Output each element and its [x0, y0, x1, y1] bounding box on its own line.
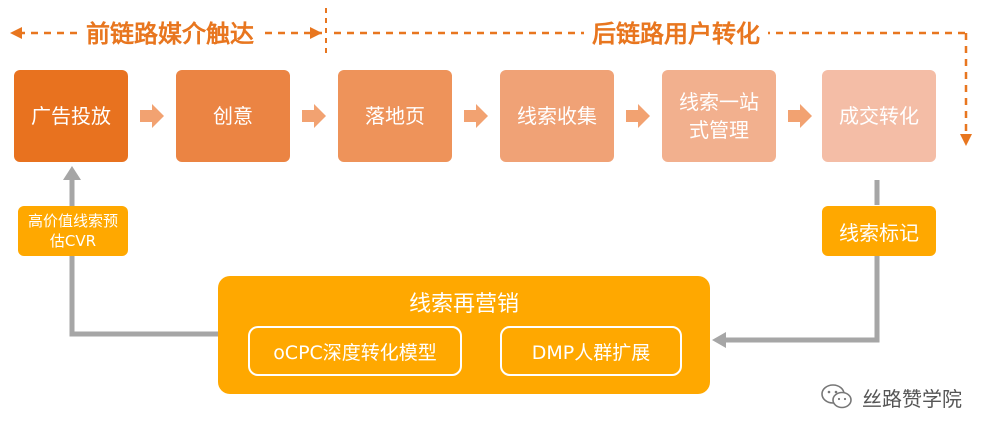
stage-lead-management: 线索一站式管理: [662, 70, 776, 162]
lead-mark-tag: 线索标记: [822, 206, 936, 256]
chevron-right-icon: [140, 104, 164, 128]
cvr-tag: 高价值线索预估CVR: [18, 206, 128, 256]
stage-conversion: 成交转化: [822, 70, 936, 162]
mark-to-retarget-line: [722, 255, 880, 343]
watermark: 丝路赞学院: [820, 382, 962, 412]
front-right-arrowhead: [310, 27, 322, 39]
stage-landing-page: 落地页: [338, 70, 452, 162]
retarget-arrowhead: [712, 332, 726, 348]
back-down-arrowhead: [960, 134, 972, 146]
watermark-text: 丝路赞学院: [862, 386, 962, 411]
chevron-right-icon: [302, 104, 326, 128]
stage-creative: 创意: [176, 70, 290, 162]
stage-lead-collection: 线索收集: [500, 70, 614, 162]
front-left-arrowhead: [10, 27, 22, 39]
dmp-expansion-pill: DMP人群扩展: [500, 326, 682, 376]
back-section-title: 后链路用户转化: [584, 16, 768, 52]
ocpc-model-pill: oCPC深度转化模型: [248, 326, 462, 376]
retargeting-box: 线索再营销 oCPC深度转化模型 DMP人群扩展: [218, 276, 710, 394]
wechat-icon: [821, 384, 852, 409]
retarget-to-cvr-line: [69, 256, 218, 337]
stage-ad-placement: 广告投放: [14, 70, 128, 162]
front-section-title: 前链路媒介触达: [78, 16, 262, 52]
chevron-right-icon: [626, 104, 650, 128]
chevron-right-icon: [788, 104, 812, 128]
retargeting-title: 线索再营销: [408, 292, 519, 317]
chevron-right-icon: [464, 104, 488, 128]
ad-up-arrowhead: [63, 166, 81, 180]
